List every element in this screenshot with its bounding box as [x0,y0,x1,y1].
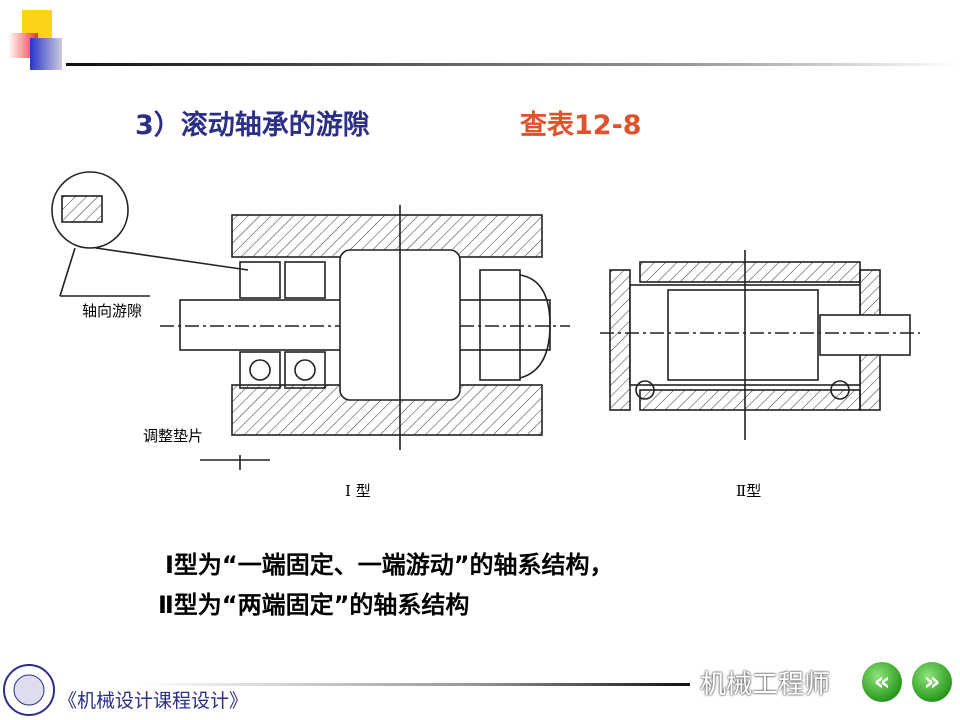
prev-slide-button[interactable]: « [862,662,902,702]
axial-clearance-label: 轴向游隙 [82,302,143,320]
shim-label: 调整垫片 [143,427,204,445]
type2-label: Ⅱ型 [736,482,762,500]
type1-label: I 型 [345,482,371,500]
type2-bearing-drawing [600,250,920,440]
type1-bearing-drawing [51,171,570,470]
course-title: 《机械设计课程设计》 [58,690,249,712]
watermark: 机械工程师 [700,670,831,700]
footer-rule [140,683,690,686]
caption-type1: Ⅰ型为“一端固定、一端游动”的轴系结构， [165,551,614,579]
header-rule [66,63,960,66]
next-slide-button[interactable]: » [912,662,952,702]
corner-logo-squares [8,10,62,70]
table-reference: 查表12-8 [520,110,642,141]
caption-type2: Ⅱ型为“两端固定”的轴系结构 [158,591,470,619]
slide-title: 3）滚动轴承的游隙 [135,110,370,141]
university-seal-icon [3,664,55,716]
